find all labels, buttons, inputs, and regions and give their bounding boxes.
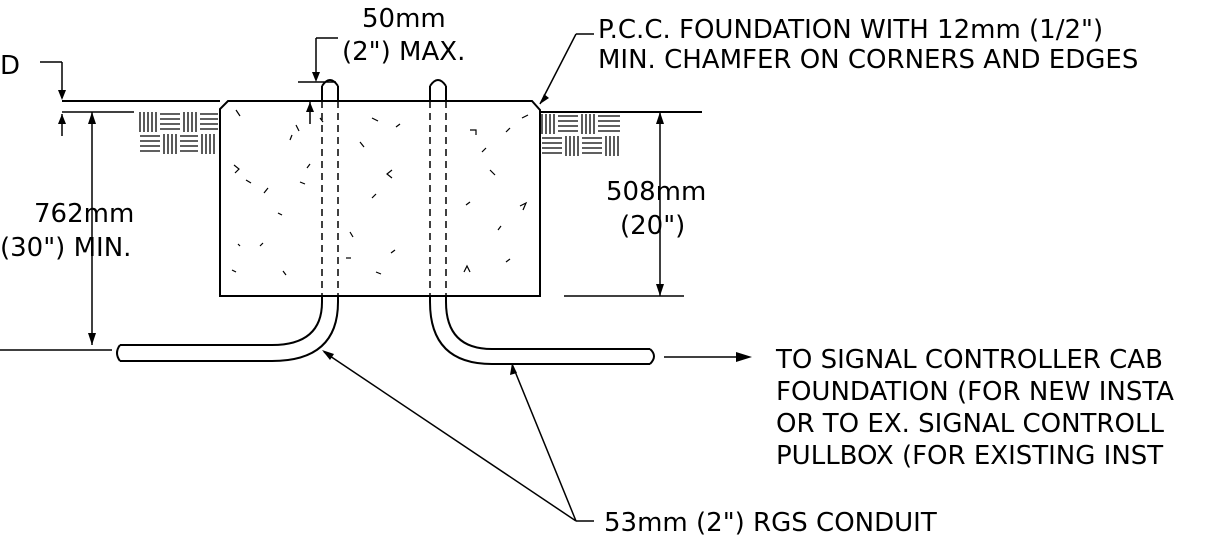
- extension-label-line2: (2") MAX.: [342, 37, 465, 67]
- foundation-leader: [539, 33, 594, 105]
- destination-label-line3: OR TO EX. SIGNAL CONTROLL: [776, 409, 1164, 439]
- soil-hatch-right: [541, 114, 620, 156]
- conduit-label: 53mm (2") RGS CONDUIT: [604, 508, 937, 538]
- pcc-foundation: [219, 100, 541, 297]
- ground-line: [62, 100, 702, 113]
- foundation-depth-label-line1: 508mm: [606, 177, 706, 207]
- soil-hatch-left: [139, 112, 218, 154]
- cover-label: D: [0, 51, 20, 81]
- foundation-depth-label-line2: (20"): [620, 211, 685, 241]
- destination-label-line4: PULLBOX (FOR EXISTING INST: [776, 441, 1163, 471]
- direction-arrow: [664, 352, 752, 362]
- cover-dimension: [40, 61, 66, 136]
- depth-dimension-508: [564, 112, 684, 297]
- destination-label-line2: FOUNDATION (FOR NEW INSTA: [776, 377, 1174, 407]
- depth-min-label-line2: (30") MIN.: [0, 233, 131, 263]
- depth-min-label-line1: 762mm: [34, 199, 134, 229]
- extension-label-line1: 50mm: [362, 4, 446, 34]
- depth-dimension-762: [0, 111, 134, 351]
- foundation-label-line1: P.C.C. FOUNDATION WITH 12mm (1/2"): [598, 15, 1103, 45]
- conduit-leaders: [322, 350, 594, 522]
- conduit-right: [429, 79, 655, 365]
- concrete-texture: [231, 109, 529, 276]
- conduit-left: [116, 79, 339, 362]
- destination-label-line1: TO SIGNAL CONTROLLER CAB: [775, 345, 1163, 375]
- conduit-extension-dimension: [298, 37, 338, 124]
- foundation-label-line2: MIN. CHAMFER ON CORNERS AND EDGES: [598, 45, 1138, 75]
